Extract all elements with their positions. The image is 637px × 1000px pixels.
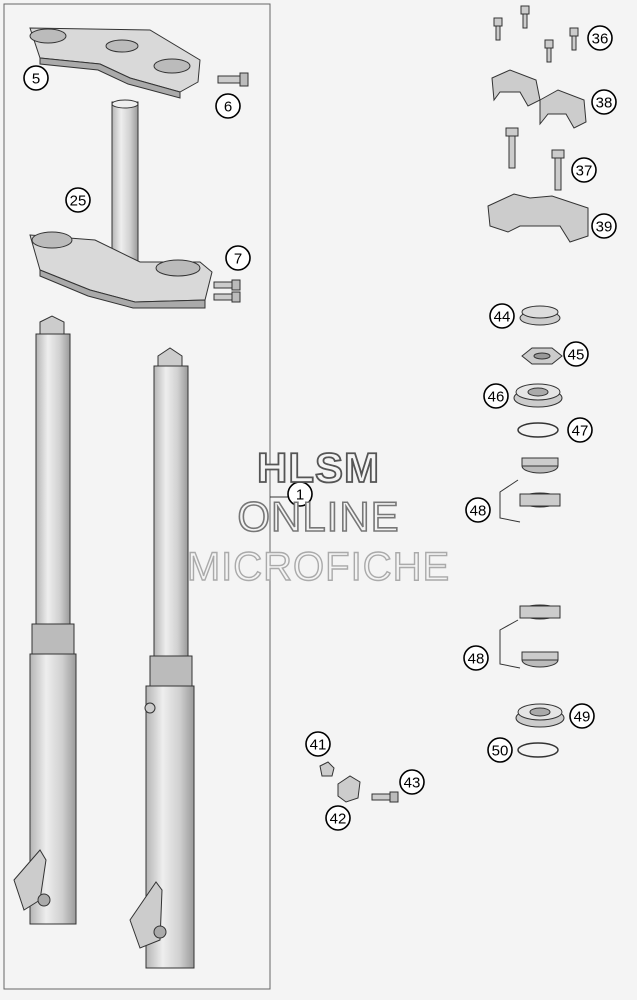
clamp-bolts-36 (493, 5, 579, 63)
callout-c47: 47 (567, 417, 593, 443)
callout-label: 6 (224, 99, 232, 116)
steering-stem (29, 99, 213, 309)
callout-label: 36 (592, 31, 609, 48)
callout-label: 43 (404, 775, 421, 792)
callout-label: 42 (330, 811, 347, 828)
callout-label: 46 (488, 389, 505, 406)
leader-48a (499, 479, 521, 523)
upper-triple-clamp (29, 27, 201, 99)
callout-c42: 42 (325, 805, 351, 831)
callout-label: 49 (574, 709, 591, 726)
callout-c7: 7 (225, 245, 251, 271)
watermark-line-2: ONLINE (237, 492, 400, 541)
callout-c48a: 48 (465, 497, 491, 523)
callout-c49: 49 (569, 703, 595, 729)
bearing-48-upper (519, 457, 561, 508)
watermark-line-1: HLSM (256, 443, 380, 492)
callout-c41: 41 (305, 731, 331, 757)
callout-label: 41 (310, 737, 327, 754)
callout-label: 5 (32, 71, 40, 88)
bolts-7 (213, 279, 241, 303)
leader-48b (499, 619, 521, 669)
nut-41 (319, 761, 335, 777)
callout-label: 7 (234, 251, 242, 268)
callout-label: 25 (70, 193, 87, 210)
callout-c50: 50 (487, 737, 513, 763)
callout-label: 39 (596, 219, 613, 236)
bolt-43 (371, 791, 399, 803)
callout-label: 47 (572, 423, 589, 440)
clamp-42 (337, 775, 361, 803)
callout-label: 37 (576, 163, 593, 180)
callout-label: 38 (596, 95, 613, 112)
callout-c6: 6 (215, 93, 241, 119)
upper-bar-clamps-38 (491, 69, 587, 129)
callout-c43: 43 (399, 769, 425, 795)
callout-c38: 38 (591, 89, 617, 115)
callout-c1: 1 (287, 481, 313, 507)
callout-c48b: 48 (463, 645, 489, 671)
callout-c46: 46 (483, 383, 509, 409)
callout-c36: 36 (587, 25, 613, 51)
seal-49 (515, 703, 565, 728)
clamp-bolts-37 (505, 127, 565, 191)
right-fork-leg (129, 347, 195, 969)
bolt-6 (217, 72, 249, 87)
callout-label: 50 (492, 743, 509, 760)
left-fork-leg (13, 315, 77, 925)
callout-c44: 44 (489, 303, 515, 329)
callout-c45: 45 (563, 341, 589, 367)
callout-c25: 25 (65, 187, 91, 213)
washer-46 (513, 383, 563, 408)
callout-label: 48 (468, 651, 485, 668)
lower-bar-clamp-39 (487, 193, 589, 243)
nut-45 (521, 347, 563, 365)
callout-label: 48 (470, 503, 487, 520)
watermark-line-3: MICROFICHE (186, 544, 451, 589)
callout-c37: 37 (571, 157, 597, 183)
bearing-48-lower (519, 604, 561, 668)
callout-label: 1 (296, 487, 304, 504)
nut-44 (519, 305, 561, 326)
callout-label: 45 (568, 347, 585, 364)
callout-label: 44 (494, 309, 511, 326)
o-ring-47 (517, 422, 559, 438)
callout-c39: 39 (591, 213, 617, 239)
o-ring-50 (517, 742, 559, 758)
callout-c5: 5 (23, 65, 49, 91)
